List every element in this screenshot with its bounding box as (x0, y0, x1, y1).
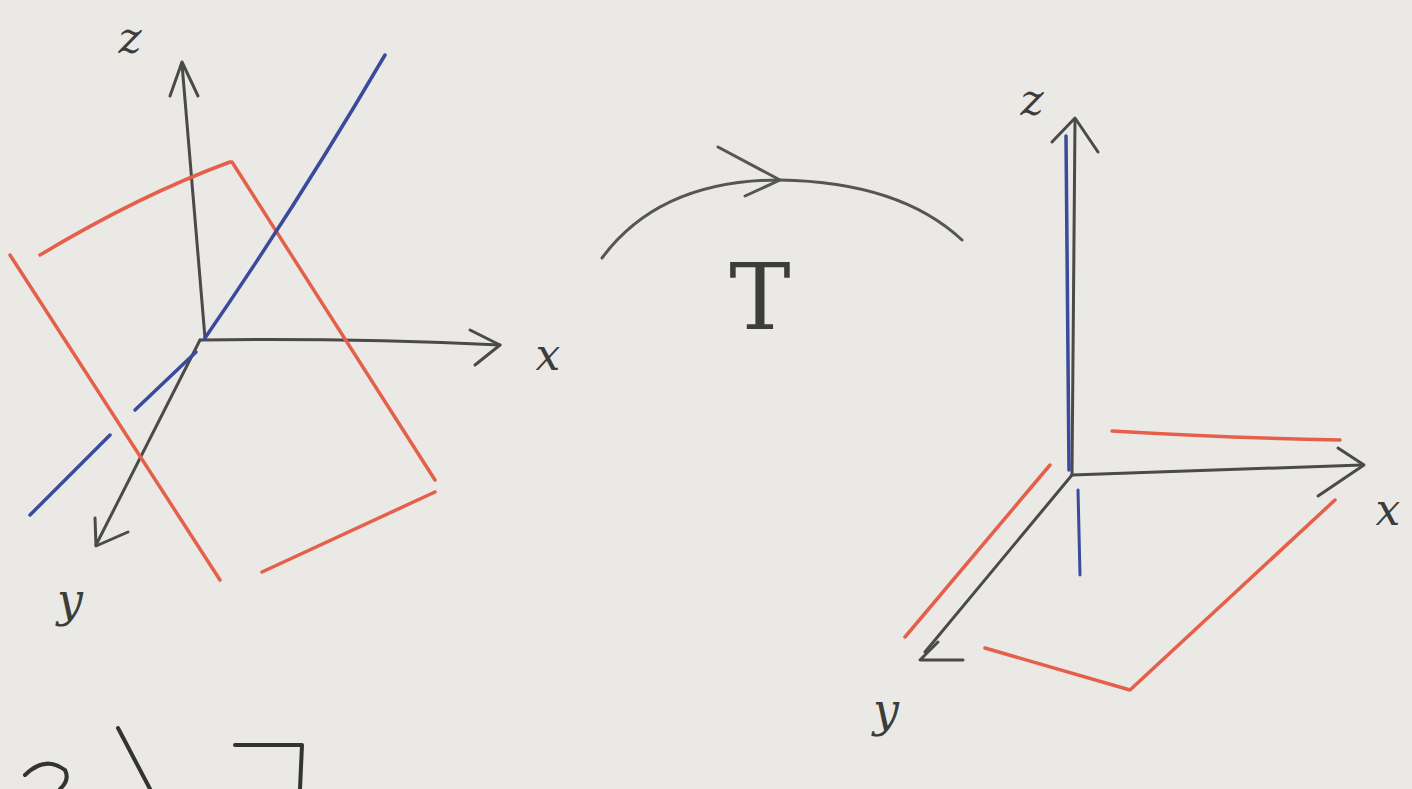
y-axis (96, 340, 200, 545)
arrowhead (920, 642, 963, 660)
z-axis (182, 64, 205, 338)
y-axis (925, 475, 1072, 652)
line-stroke (205, 55, 385, 338)
x-axis (1072, 465, 1362, 475)
axes-right (920, 118, 1364, 660)
line-left (30, 55, 385, 515)
z-axis (1072, 120, 1075, 475)
transform-arrow (602, 147, 962, 258)
plane-edge (10, 255, 220, 580)
stroke (235, 745, 302, 789)
plane-edge (985, 500, 1335, 690)
plane-right (905, 431, 1340, 690)
stroke (118, 728, 150, 789)
arrowhead (170, 62, 198, 96)
arc (602, 180, 962, 258)
line-stroke (135, 352, 196, 410)
axis-label: z (118, 16, 141, 60)
plane-edge (1112, 431, 1340, 440)
transform-label: T (729, 252, 790, 344)
plane-edge (905, 465, 1050, 637)
axes-left (95, 62, 500, 546)
line-stroke (1078, 490, 1080, 575)
arrowhead (470, 330, 500, 365)
stroke (25, 764, 67, 789)
line-stroke (30, 435, 110, 515)
plane-edge (40, 162, 230, 255)
cut-off-marks (25, 728, 302, 789)
axis-label: x (536, 333, 561, 377)
arrowhead (1052, 118, 1098, 152)
plane-edge (262, 492, 435, 572)
axis-label: y (57, 577, 83, 623)
plane-left (10, 162, 435, 580)
plane-edge (232, 162, 435, 480)
axis-label: x (1376, 488, 1401, 532)
axis-label: z (1020, 78, 1043, 122)
arrowhead (1318, 448, 1364, 496)
arrowhead (718, 147, 780, 196)
axis-label: y (873, 687, 899, 733)
arrowhead (95, 518, 128, 546)
line-right (1066, 136, 1069, 470)
line-stroke (1066, 136, 1069, 470)
